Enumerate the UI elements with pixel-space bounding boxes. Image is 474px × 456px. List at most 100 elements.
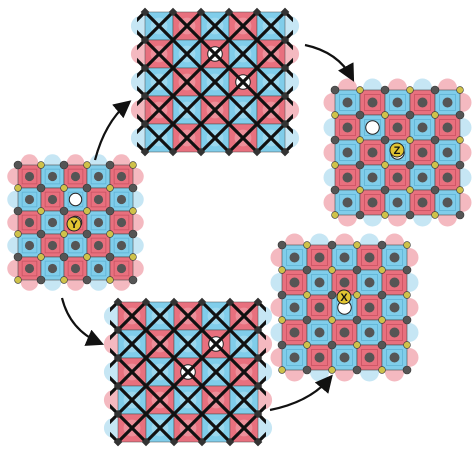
edge-site-dark	[430, 85, 440, 95]
tile-inner	[386, 324, 403, 341]
edge-site-yellow	[106, 276, 114, 284]
bond-node	[113, 353, 123, 363]
tile-inner	[414, 194, 431, 211]
arrow-left-to-bottom	[60, 297, 105, 346]
tile-inner	[21, 214, 38, 231]
label-marker	[66, 216, 82, 232]
bond-node	[113, 437, 123, 447]
edge-site-yellow	[37, 207, 45, 215]
bond-network	[110, 300, 266, 444]
tile-inner	[361, 299, 378, 316]
edge-site-yellow	[60, 184, 68, 192]
edge-site-yellow	[129, 207, 137, 215]
edge-site-dark	[455, 110, 465, 120]
lattice-site	[47, 171, 58, 182]
lattice-site	[339, 327, 350, 338]
tile-inner	[389, 169, 406, 186]
bond-node	[169, 437, 179, 447]
lattice-site	[116, 217, 127, 228]
panel-label: X	[340, 292, 348, 304]
bond-line	[228, 403, 266, 444]
edge-site-yellow	[356, 136, 364, 144]
edge-site-dark	[302, 265, 312, 275]
bond-line	[255, 113, 293, 154]
lattice-site	[70, 240, 81, 251]
edge-site-dark	[377, 340, 387, 350]
tile-inner	[339, 94, 356, 111]
edge-site-yellow	[381, 211, 389, 219]
lattice-site	[442, 147, 453, 158]
lattice-site	[339, 252, 350, 263]
edge-site-dark	[405, 160, 415, 170]
tile-inner	[439, 119, 456, 136]
tile-inner	[386, 349, 403, 366]
lattice-site	[342, 147, 353, 158]
lattice-site	[392, 122, 403, 133]
edge-site-dark	[59, 252, 69, 262]
edge-site-yellow	[431, 211, 439, 219]
lattice-site	[342, 172, 353, 183]
edge-site-yellow	[456, 86, 464, 94]
tile-inner	[336, 324, 353, 341]
edge-site-yellow	[406, 136, 414, 144]
lattice-site	[339, 352, 350, 363]
edge-site-yellow	[331, 111, 339, 119]
lattice-site	[93, 194, 104, 205]
lattice-site	[442, 197, 453, 208]
vacancy-site	[365, 120, 380, 135]
bond-node	[141, 437, 151, 447]
tile-inner	[364, 169, 381, 186]
lattice-site	[24, 217, 35, 228]
tile-inner	[386, 274, 403, 291]
edge-site-dark	[355, 210, 365, 220]
bond-line	[227, 85, 293, 154]
edge-site-dark	[128, 183, 138, 193]
edge-site-dark	[355, 160, 365, 170]
edge-site-dark	[430, 185, 440, 195]
lattice-site	[93, 263, 104, 274]
bond-node	[280, 35, 290, 45]
bond-node	[113, 325, 123, 335]
panel-right: Z	[323, 78, 472, 227]
bond-node	[280, 63, 290, 73]
tile-inner	[439, 169, 456, 186]
lattice-site	[24, 240, 35, 251]
bond-line	[144, 319, 266, 444]
bond-line	[137, 85, 203, 154]
tile-inner	[311, 299, 328, 316]
lattice-site	[364, 327, 375, 338]
bond-node	[140, 35, 150, 45]
edge-site-dark	[36, 229, 46, 239]
label-marker	[336, 289, 352, 305]
lattice-site	[93, 240, 104, 251]
lattice-site	[389, 302, 400, 313]
edge-site-yellow	[353, 241, 361, 249]
edge-site-yellow	[106, 230, 114, 238]
bond-node	[113, 297, 123, 307]
lattice-site	[24, 263, 35, 274]
edge-site-dark	[59, 160, 69, 170]
lattice-site	[289, 327, 300, 338]
edge-site-dark	[377, 240, 387, 250]
lattice-site	[392, 172, 403, 183]
edge-site-yellow	[129, 253, 137, 261]
tile-inner	[67, 237, 84, 254]
lattice-site	[389, 352, 400, 363]
lattice-site	[342, 97, 353, 108]
edge-site-dark	[277, 240, 287, 250]
tile-inner	[90, 237, 107, 254]
edge-site-yellow	[37, 161, 45, 169]
bond-line	[137, 113, 175, 154]
tile-inner	[414, 119, 431, 136]
lattice-site	[364, 277, 375, 288]
tile-inner	[90, 191, 107, 208]
edge-site-yellow	[60, 276, 68, 284]
bond-line	[137, 10, 147, 23]
edge-site-yellow	[14, 276, 22, 284]
bond-node	[253, 325, 263, 335]
tile-inner	[67, 191, 84, 208]
tile-inner	[286, 324, 303, 341]
bond-node	[140, 119, 150, 129]
edge-site-dark	[327, 290, 337, 300]
edge-site-yellow	[381, 161, 389, 169]
